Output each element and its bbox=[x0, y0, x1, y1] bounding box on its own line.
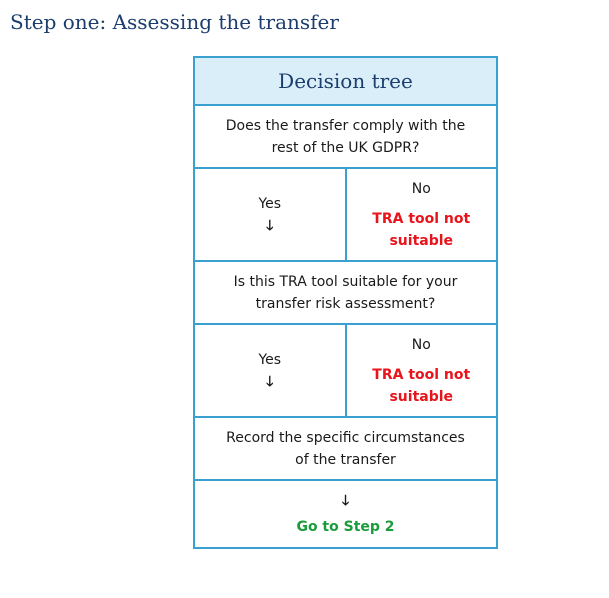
question-row-1: Does the transfer comply with the rest o… bbox=[193, 104, 498, 169]
branch-2-result-line-2: suitable bbox=[389, 388, 454, 405]
branch-2-yes-label: Yes bbox=[258, 351, 282, 368]
branch-1-yes-label: Yes bbox=[258, 195, 282, 212]
down-arrow-icon: 🡓 bbox=[266, 373, 274, 390]
step-line-2: of the transfer bbox=[295, 451, 396, 468]
down-arrow-icon: 🡓 bbox=[341, 493, 350, 509]
question-2-line-1: Is this TRA tool suitable for your bbox=[233, 273, 458, 290]
branch-2-result-line-1: TRA tool not bbox=[372, 366, 471, 383]
question-row-2: Is this TRA tool suitable for your trans… bbox=[193, 260, 498, 325]
question-1-line-2: rest of the UK GDPR? bbox=[271, 139, 420, 156]
branch-2-no-label: No bbox=[411, 336, 431, 353]
go-to-step-2-cell: 🡓 Go to Step 2 bbox=[193, 479, 498, 549]
page-heading: Step one: Assessing the transfer bbox=[10, 10, 339, 34]
branch-row-1: Yes 🡓 No TRA tool not suitable bbox=[193, 167, 498, 262]
step-row: Record the specific circumstances of the… bbox=[193, 416, 498, 481]
question-2: Is this TRA tool suitable for your trans… bbox=[193, 260, 498, 325]
branch-1-result-line-1: TRA tool not bbox=[372, 210, 471, 227]
decision-tree-title: Decision tree bbox=[193, 56, 498, 106]
go-to-step-2-label: Go to Step 2 bbox=[296, 519, 395, 535]
branch-row-2: Yes 🡓 No TRA tool not suitable bbox=[193, 323, 498, 418]
branch-1-no-label: No bbox=[411, 180, 431, 197]
question-1: Does the transfer comply with the rest o… bbox=[193, 104, 498, 169]
title-row: Decision tree bbox=[193, 56, 498, 106]
record-circumstances-step: Record the specific circumstances of the… bbox=[193, 416, 498, 481]
step-line-1: Record the specific circumstances bbox=[226, 429, 465, 446]
question-1-line-1: Does the transfer comply with the bbox=[225, 117, 466, 134]
branch-1-no: No TRA tool not suitable bbox=[344, 167, 498, 262]
branch-1-result-line-2: suitable bbox=[389, 232, 454, 249]
question-2-line-2: transfer risk assessment? bbox=[255, 295, 436, 312]
decision-tree-table: Decision tree Does the transfer comply w… bbox=[193, 56, 498, 549]
down-arrow-icon: 🡓 bbox=[266, 217, 274, 234]
branch-2-yes: Yes 🡓 bbox=[193, 323, 347, 418]
branch-1-yes: Yes 🡓 bbox=[193, 167, 347, 262]
branch-2-no: No TRA tool not suitable bbox=[344, 323, 498, 418]
final-row: 🡓 Go to Step 2 bbox=[193, 479, 498, 549]
